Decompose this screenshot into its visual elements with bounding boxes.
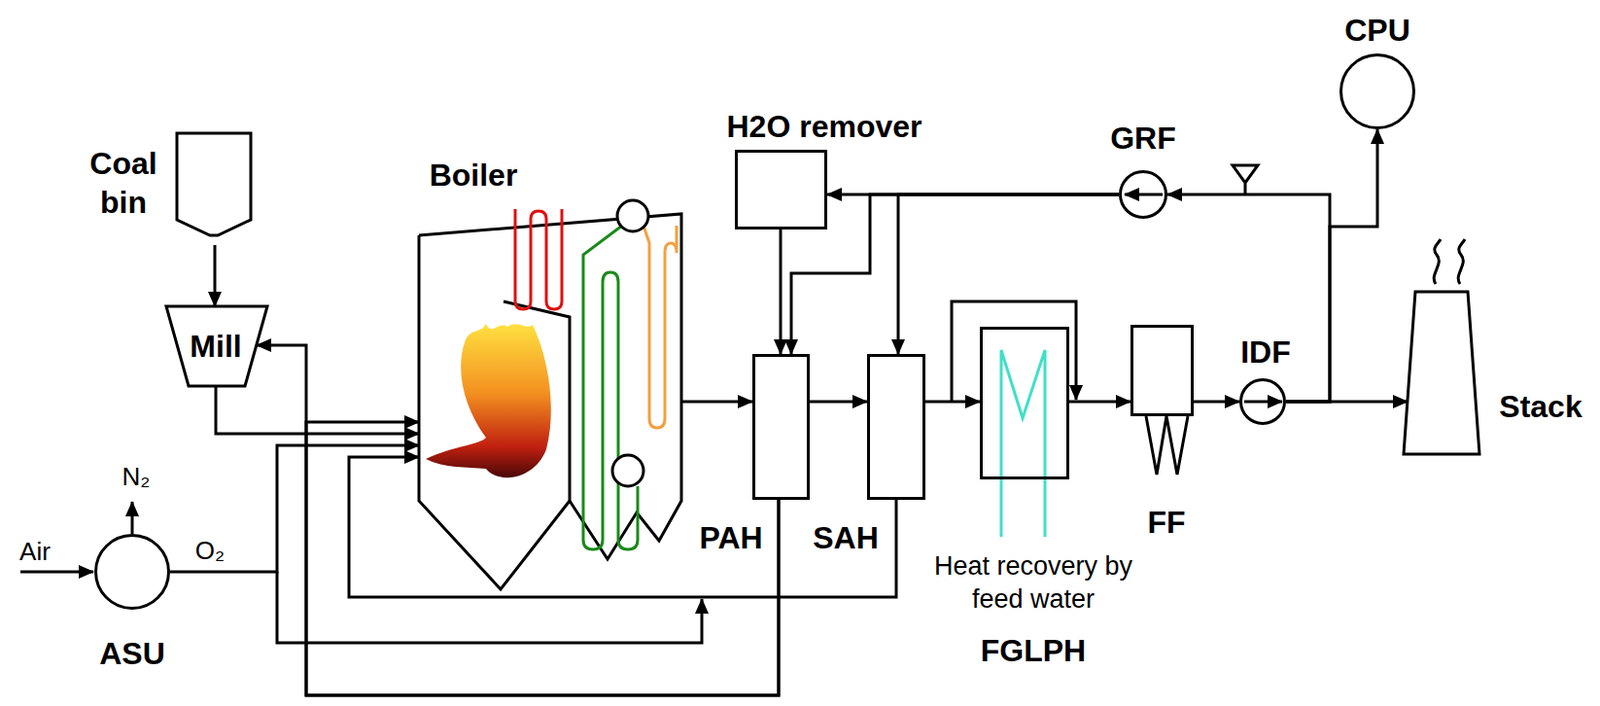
node-label: CPU xyxy=(1344,10,1411,50)
caption-text: Heat recovery by feed water xyxy=(921,550,1146,617)
flow-line xyxy=(1286,129,1378,402)
node-label: H2O remover xyxy=(727,106,923,146)
node-label: ASU xyxy=(99,633,166,673)
smoke xyxy=(1433,239,1441,284)
stream-label: N₂ xyxy=(122,460,151,493)
flow-line xyxy=(791,194,1119,354)
boiler-outline xyxy=(418,213,682,590)
flow-line xyxy=(306,421,779,696)
flow-line xyxy=(170,445,419,572)
stream-label: Air xyxy=(19,535,51,568)
node-label: FGLPH xyxy=(980,630,1086,670)
mill-shape xyxy=(166,306,268,386)
flow-line xyxy=(213,244,217,307)
steam-drum xyxy=(617,200,649,232)
stack-shape xyxy=(1403,291,1480,454)
stream-label: O₂ xyxy=(195,534,225,567)
stack-outline xyxy=(1403,291,1480,454)
node-label: FF xyxy=(1147,502,1185,542)
node-label: Mill xyxy=(189,326,242,366)
node-label: PAH xyxy=(698,518,763,557)
fan-arrow xyxy=(1244,400,1283,404)
coal-bin: Coal bin xyxy=(176,133,252,245)
co2-processing-unit: CPU xyxy=(1339,53,1416,130)
flow-line xyxy=(925,400,980,404)
boiler: Boiler xyxy=(418,204,682,590)
nitrogen-outlet xyxy=(131,501,135,534)
damper-symbol xyxy=(1232,165,1258,195)
air-separation-unit: ASU xyxy=(94,533,171,610)
mud-drum xyxy=(612,454,644,487)
primary-air-heater: PAH xyxy=(752,353,810,500)
boiler-casing xyxy=(418,213,682,559)
flow-line xyxy=(898,194,1119,354)
flue-gas-heater: Heat recovery by feed waterFGLPH xyxy=(979,326,1070,480)
filter-hoppers xyxy=(1146,416,1188,475)
fan-arrow xyxy=(1124,193,1163,197)
smoke xyxy=(1458,239,1465,284)
flow-line xyxy=(1193,400,1240,404)
oxygen-to-secondary xyxy=(277,571,702,643)
coal-bin-shape xyxy=(176,133,251,236)
gas-recycle-fan: GRF xyxy=(1118,170,1168,219)
node-label: Stack xyxy=(1498,386,1582,426)
node-label: SAH xyxy=(812,518,879,557)
induced-draft-fan: IDF xyxy=(1239,378,1287,425)
evaporator-tubes xyxy=(583,225,638,550)
economizer-tubes xyxy=(643,225,677,428)
node-label: Boiler xyxy=(429,155,519,195)
flow-line xyxy=(1069,400,1131,404)
h2o-remover: H2O remover xyxy=(734,149,828,230)
air-inlet xyxy=(20,570,94,574)
flow-line xyxy=(779,229,783,354)
coal-bin-outline xyxy=(176,133,252,245)
flow-line xyxy=(809,400,868,404)
secondary-air-heater: SAH xyxy=(867,353,926,500)
mill: Mill xyxy=(166,306,268,386)
flow-line xyxy=(348,456,897,597)
stack: Stack xyxy=(1403,291,1480,454)
node-label: IDF xyxy=(1240,332,1291,372)
flow-line xyxy=(215,385,419,434)
feedwater-coil xyxy=(1001,349,1045,537)
node-label: Coal bin xyxy=(79,143,168,222)
flame xyxy=(425,323,552,478)
fabric-filter: FF xyxy=(1130,324,1194,417)
node-label: GRF xyxy=(1110,118,1177,158)
flow-line xyxy=(256,345,779,696)
superheater-tubes xyxy=(515,208,562,310)
flow-line xyxy=(681,400,753,404)
